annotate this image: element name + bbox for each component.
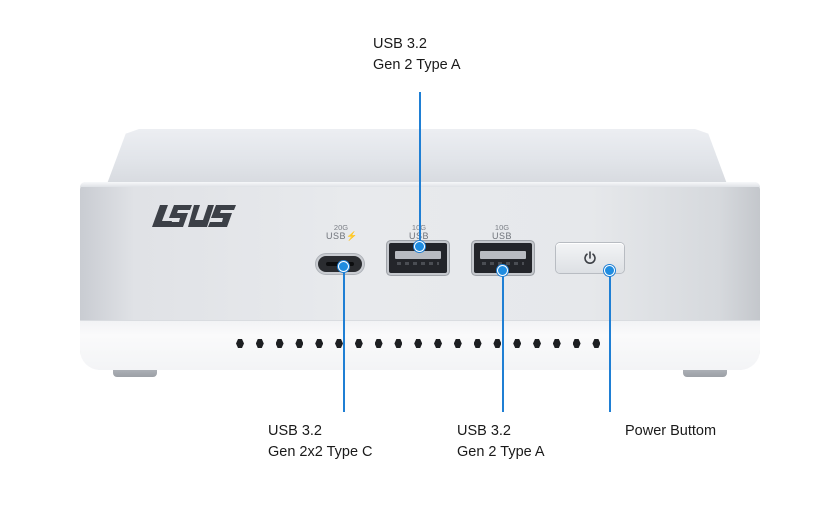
- vent-hole: [513, 339, 522, 348]
- callout-dot-usb-c: [338, 261, 349, 272]
- vent-hole: [592, 339, 601, 348]
- callout-line-usb-c: [343, 266, 345, 412]
- vent-hole: [434, 339, 442, 348]
- vent-hole: [473, 339, 482, 348]
- vent-row: [236, 339, 606, 349]
- callout-usb-a-bottom-line2: Gen 2 Type A: [457, 444, 545, 460]
- usba1-text: USB: [404, 232, 434, 241]
- usbc-text-label: USB: [326, 231, 347, 241]
- callout-usb-a-bottom: USB 3.2 Gen 2 Type A: [457, 421, 545, 463]
- lightning-icon: ⚡: [346, 231, 358, 241]
- callout-usb-a-top: USB 3.2 Gen 2 Type A: [373, 34, 461, 76]
- callout-dot-usb-a-top: [414, 241, 425, 252]
- vent-hole: [236, 339, 244, 348]
- callout-usb-a-top-line2: Gen 2 Type A: [373, 57, 461, 73]
- vent-hole: [394, 339, 403, 348]
- callout-usb-c-line1: USB 3.2: [268, 423, 322, 439]
- vent-hole: [374, 339, 383, 348]
- usbc-text: USB⚡: [326, 231, 358, 241]
- power-icon: [584, 251, 596, 264]
- callout-usb-c: USB 3.2 Gen 2x2 Type C: [268, 421, 373, 463]
- usba2-text: USB: [491, 231, 512, 241]
- usbc-port-label: 20G USB⚡: [326, 223, 358, 241]
- vent-hole: [414, 339, 423, 348]
- vent-hole: [275, 339, 284, 348]
- vent-hole: [354, 339, 363, 348]
- usba2-port-label: 10G USB: [487, 223, 517, 241]
- vent-hole: [533, 339, 541, 348]
- usbc-speed: 20G: [333, 223, 349, 232]
- vent-hole: [295, 339, 304, 348]
- callout-dot-usb-a-bottom: [497, 265, 508, 276]
- vent-hole: [493, 339, 502, 348]
- usba2-speed: 10G: [494, 223, 510, 232]
- vent-hole: [552, 339, 561, 348]
- vent-hole: [572, 339, 581, 348]
- callout-dot-power: [604, 265, 615, 276]
- asus-logo: [152, 205, 236, 227]
- callout-usb-c-line2: Gen 2x2 Type C: [268, 444, 373, 460]
- callout-line-usb-a-bottom: [502, 270, 504, 412]
- callout-usb-a-bottom-line1: USB 3.2: [457, 423, 511, 439]
- callout-power: Power Buttom: [625, 421, 716, 442]
- vent-hole: [453, 339, 462, 348]
- callout-line-power: [609, 270, 611, 412]
- vent-hole: [255, 339, 264, 348]
- vent-hole: [315, 339, 324, 348]
- callout-power-line1: Power Buttom: [625, 423, 717, 439]
- vent-hole: [335, 339, 343, 348]
- callout-usb-a-top-line1: USB 3.2: [373, 36, 427, 52]
- top-face: [105, 129, 729, 187]
- callout-line-usb-a-top: [419, 92, 421, 246]
